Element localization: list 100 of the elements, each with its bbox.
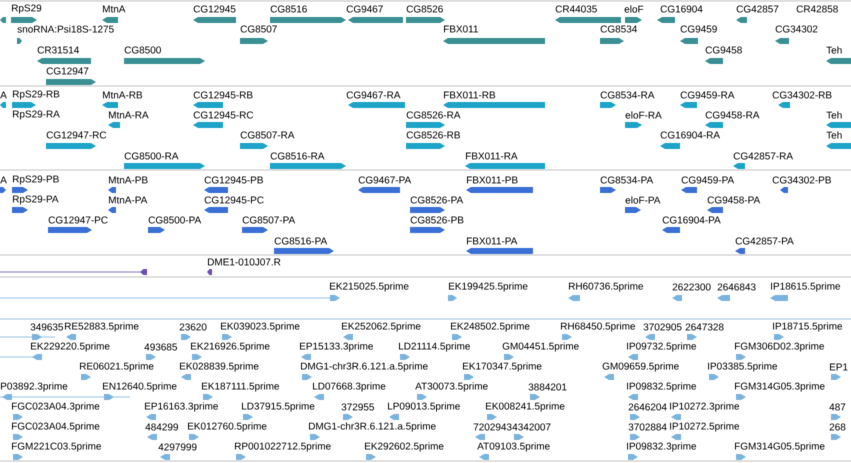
feature-label: 2647328: [686, 323, 724, 330]
feature-label: 2646843: [718, 283, 756, 290]
feature-label: CR42858: [796, 5, 838, 13]
feature-label: eloF: [624, 5, 644, 13]
feature-label: P03892.3prime: [1, 382, 68, 392]
feature-label: FBX011: [444, 25, 478, 32]
feature-label: 2622300: [672, 283, 711, 290]
feature-label: FGM306D02.3prime: [735, 342, 824, 352]
feature-label: CG9467-PA: [358, 176, 412, 184]
feature-label: A: [0, 92, 7, 98]
feature-label: IP09832.5prime: [627, 382, 696, 392]
feature-label: IP09832.3prime: [627, 442, 696, 452]
feature-label: FGC023A04.5prime: [12, 422, 100, 432]
feature-label: CG34302-PB: [772, 176, 831, 184]
feature-label: CG8500-PA: [148, 216, 202, 224]
feature-label: CG9459-RA: [680, 91, 734, 98]
feature-label: EK012760.5prime: [188, 422, 266, 432]
feature-label: CG12947-RC: [46, 131, 106, 138]
feature-label: RH60736.5prime: [569, 282, 644, 292]
feature-label: CG16904: [660, 5, 703, 13]
feature-label: CG8516-RA: [270, 152, 324, 160]
feature-label: CG9458-PA: [708, 196, 760, 204]
feature-label: 268: [830, 423, 846, 430]
feature-label: EK292602.5prime: [365, 442, 444, 452]
feature-label: CG8526-PA: [410, 196, 464, 204]
feature-label: RpS29-RB: [13, 90, 60, 100]
feature-label: EK039023.5prime: [221, 322, 300, 332]
feature-label: CG9458: [706, 46, 742, 54]
feature-label: CG9458-RA: [706, 111, 760, 118]
feature-label: MtnA-PA: [109, 196, 148, 204]
feature-label: 484299: [145, 423, 178, 430]
feature-label: DMG1-chr3R.6.121.a.5prime: [309, 422, 436, 432]
feature-label: CG8534-RA: [600, 91, 654, 98]
feature-label: CG12945: [194, 5, 236, 13]
feature-label: 4297999: [158, 443, 197, 450]
feature-label: IP09732.5prime: [627, 342, 696, 352]
feature-label: RpS29-PB: [13, 175, 59, 184]
feature-label: 23620: [180, 323, 207, 330]
feature-label: GM04451.5prime: [502, 342, 579, 352]
feature-label: EK215025.5prime: [330, 282, 408, 292]
feature-label: CG12945-PC: [204, 196, 264, 204]
feature-label: CG42857: [736, 5, 778, 13]
feature-label: CG34302: [776, 25, 818, 32]
feature-label: 372955: [342, 403, 374, 410]
feature-label: FBX011-PA: [467, 237, 518, 244]
feature-label: AT09103.5prime: [477, 442, 550, 452]
feature-label: FGC023A04.3prime: [12, 402, 100, 412]
feature-label: RE06021.5prime: [80, 362, 154, 372]
feature-label: CG9467-RA: [346, 91, 400, 98]
feature-label: CG12945-RB: [194, 91, 252, 98]
feature-label: FBX011-PB: [467, 176, 518, 184]
feature-label: EK170347.5prime: [463, 362, 542, 372]
feature-label: EK028839.5prime: [180, 362, 258, 372]
feature-label: EK216926.5prime: [191, 342, 270, 352]
feature-label: 3702905: [644, 323, 682, 330]
feature-label: CG16904-RA: [660, 131, 720, 138]
feature-label: EK248502.5prime: [451, 322, 530, 332]
feature-label: FGM314G05.3prime: [735, 382, 825, 392]
feature-label: CG42857-RA: [734, 152, 793, 160]
feature-label: CG8526-RA: [406, 111, 460, 118]
feature-label: CG8507-RA: [240, 131, 294, 138]
feature-label: FGM314G05.5prime: [735, 442, 825, 452]
feature-label: EK008241.5prime: [486, 402, 564, 412]
feature-label: CR31514: [38, 46, 79, 54]
feature-label: LD21114.5prime: [399, 342, 470, 352]
feature-label: FBX011-RA: [466, 152, 518, 160]
feature-label: MtnA-PB: [109, 176, 148, 184]
feature-label: 493685: [144, 343, 178, 350]
feature-label: MtnA-RB: [103, 92, 142, 98]
feature-label: eloF-RA: [626, 111, 662, 119]
feature-label: MtnA-RA: [109, 112, 149, 118]
feature-label: 3702884: [628, 423, 667, 430]
feature-label: CG12945-RC: [194, 111, 254, 118]
feature-label: 3884201: [528, 383, 566, 390]
feature-label: CG12947-PC: [48, 216, 108, 224]
feature-label: RP001022712.5prime: [235, 442, 331, 452]
feature-label: CG8500-RA: [124, 152, 178, 160]
feature-label: RpS29-RA: [13, 110, 60, 120]
feature-label: AT30073.5prime: [415, 382, 488, 392]
feature-label: CG8534: [600, 25, 638, 32]
feature-label: IP18715.5prime: [773, 322, 842, 332]
feature-label: DME1-010J07.R: [208, 258, 280, 266]
feature-label: RE52883.5prime: [65, 322, 138, 332]
feature-label: RH68450.5prime: [561, 322, 636, 332]
feature-label: FBX011-RB: [444, 91, 496, 98]
feature-label: EP15133.3prime: [300, 342, 373, 352]
feature-label: CG8507: [240, 25, 277, 32]
feature-label: LD07668.3prime: [313, 382, 386, 392]
feature-label: RpS29-PA: [13, 195, 59, 204]
feature-label: EP1: [830, 364, 848, 370]
feature-label: 2646204: [628, 403, 667, 410]
feature-label: Teh: [826, 131, 842, 139]
feature-label: CG12945-PB: [204, 176, 263, 184]
feature-label: GM09659.5prime: [602, 362, 679, 372]
feature-label: CG8516-PA: [274, 237, 328, 244]
feature-label: CG8526-PB: [410, 216, 464, 224]
feature-label: CG9459: [680, 25, 717, 32]
feature-label: Teh: [826, 111, 842, 119]
feature-label: LP09013.5prime: [388, 402, 460, 412]
feature-label: 349635: [30, 323, 64, 330]
